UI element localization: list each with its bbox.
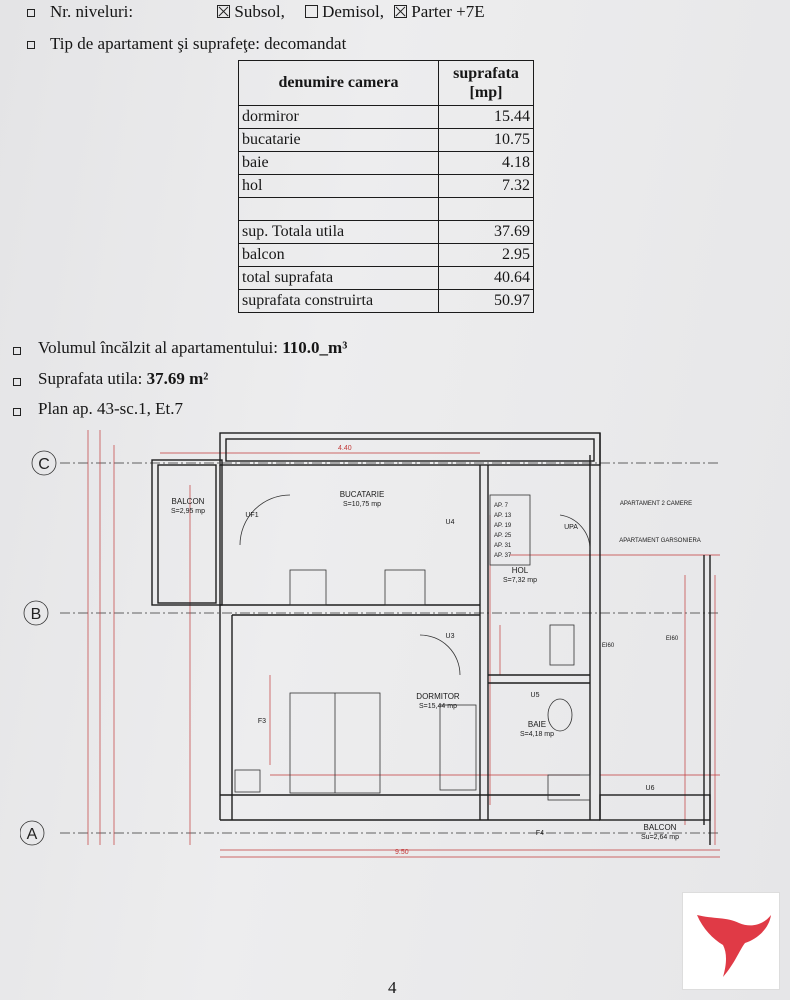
useful-area-line: Suprafata utila: 37.69 m² [38, 369, 208, 389]
volume-label: Volumul încălzit al apartamentului: [38, 338, 278, 357]
axis-label-a: A [20, 820, 45, 846]
volume-line: Volumul încălzit al apartamentului: 110.… [38, 338, 347, 358]
col-header-room: denumire camera [238, 60, 439, 106]
bullet-icon [27, 41, 35, 49]
code-ei60-right: EI60 [666, 636, 679, 642]
bullet-icon [13, 347, 21, 355]
table-header-row: denumire camera suprafata [mp] [238, 60, 534, 106]
svg-text:C: C [38, 456, 50, 473]
bullet-icon [27, 9, 35, 17]
room-area-balcon-left: S=2,95 mp [171, 508, 205, 515]
code-upa: UPA [564, 524, 578, 531]
list-item: AP. 7 [494, 503, 509, 509]
list-item: AP. 25 [494, 533, 512, 539]
checked-box-icon [217, 5, 231, 18]
option-parter: Parter +7E [411, 2, 485, 21]
bullet-icon [13, 378, 21, 386]
svg-text:B: B [31, 606, 42, 623]
list-item: AP. 31 [494, 543, 512, 549]
apt-2-rooms-label: APARTAMENT 2 CAMERE [620, 501, 692, 507]
room-label-dormitor: DORMITOR [416, 692, 460, 701]
watermark-logo [682, 892, 780, 990]
room-label-bucatarie: BUCATARIE [340, 490, 385, 499]
code-u4: U4 [446, 519, 455, 526]
room-area-baie: S=4,18 mp [520, 731, 554, 738]
list-item: AP. 13 [494, 513, 512, 519]
code-uf1: UF1 [245, 512, 258, 519]
room-area-bucatarie: S=10,75 mp [343, 501, 381, 508]
room-area-balcon-right: Su=2,64 mp [641, 834, 679, 841]
bird-logo-icon [697, 915, 771, 977]
levels-label: Nr. niveluri: [50, 2, 134, 21]
room-label-hol: HOL [512, 566, 529, 575]
checked-box-icon [394, 5, 408, 18]
room-label-balcon-left: BALCON [172, 497, 205, 506]
plan-label: Plan ap. 43-sc.1, Et.7 [38, 399, 183, 418]
room-label-balcon-right: BALCON [644, 823, 677, 832]
code-u6: U6 [646, 785, 655, 792]
option-subsol: Subsol, [234, 2, 285, 21]
apt-garsoniera-label: APARTAMENT GARSONIERA [619, 538, 701, 544]
room-area-dormitor: S=15,44 mp [419, 703, 457, 710]
option-demisol: Demisol, [322, 2, 385, 21]
table-row-empty [238, 197, 534, 221]
code-u5: U5 [531, 692, 540, 699]
code-f4: F4 [536, 830, 544, 837]
code-ei60-left: EI60 [602, 643, 615, 649]
page-number: 4 [388, 978, 397, 997]
apt-type-line: Tip de apartament şi suprafeţe: decomand… [50, 34, 347, 53]
room-area-hol: S=7,32 mp [503, 577, 537, 584]
floor-plan: C B A 4.40 [20, 430, 720, 858]
axis-label-c: C [31, 450, 57, 476]
volume-value: 110.0_m³ [282, 338, 348, 357]
room-label-baie: BAIE [528, 720, 546, 729]
code-f3: F3 [258, 718, 266, 725]
list-item: AP. 19 [494, 523, 512, 529]
bullet-icon [13, 408, 21, 416]
axis-label-b: B [23, 600, 49, 626]
code-u3: U3 [446, 633, 455, 640]
useful-area-value: 37.69 m² [146, 369, 209, 388]
useful-area-label: Suprafata utila: [38, 369, 143, 388]
dim-bottom-label: 9.50 [395, 849, 409, 856]
col-header-area: suprafata [mp] [438, 60, 534, 106]
ap-list: AP. 7 AP. 13 AP. 19 AP. 25 AP. 31 AP. 37 [494, 503, 512, 559]
svg-text:A: A [27, 826, 38, 843]
unchecked-box-icon [305, 5, 319, 18]
dim-top-label: 4.40 [338, 445, 352, 452]
list-item: AP. 37 [494, 553, 512, 559]
levels-line: Nr. niveluri: Subsol, Demisol, Parter +7… [50, 2, 485, 22]
